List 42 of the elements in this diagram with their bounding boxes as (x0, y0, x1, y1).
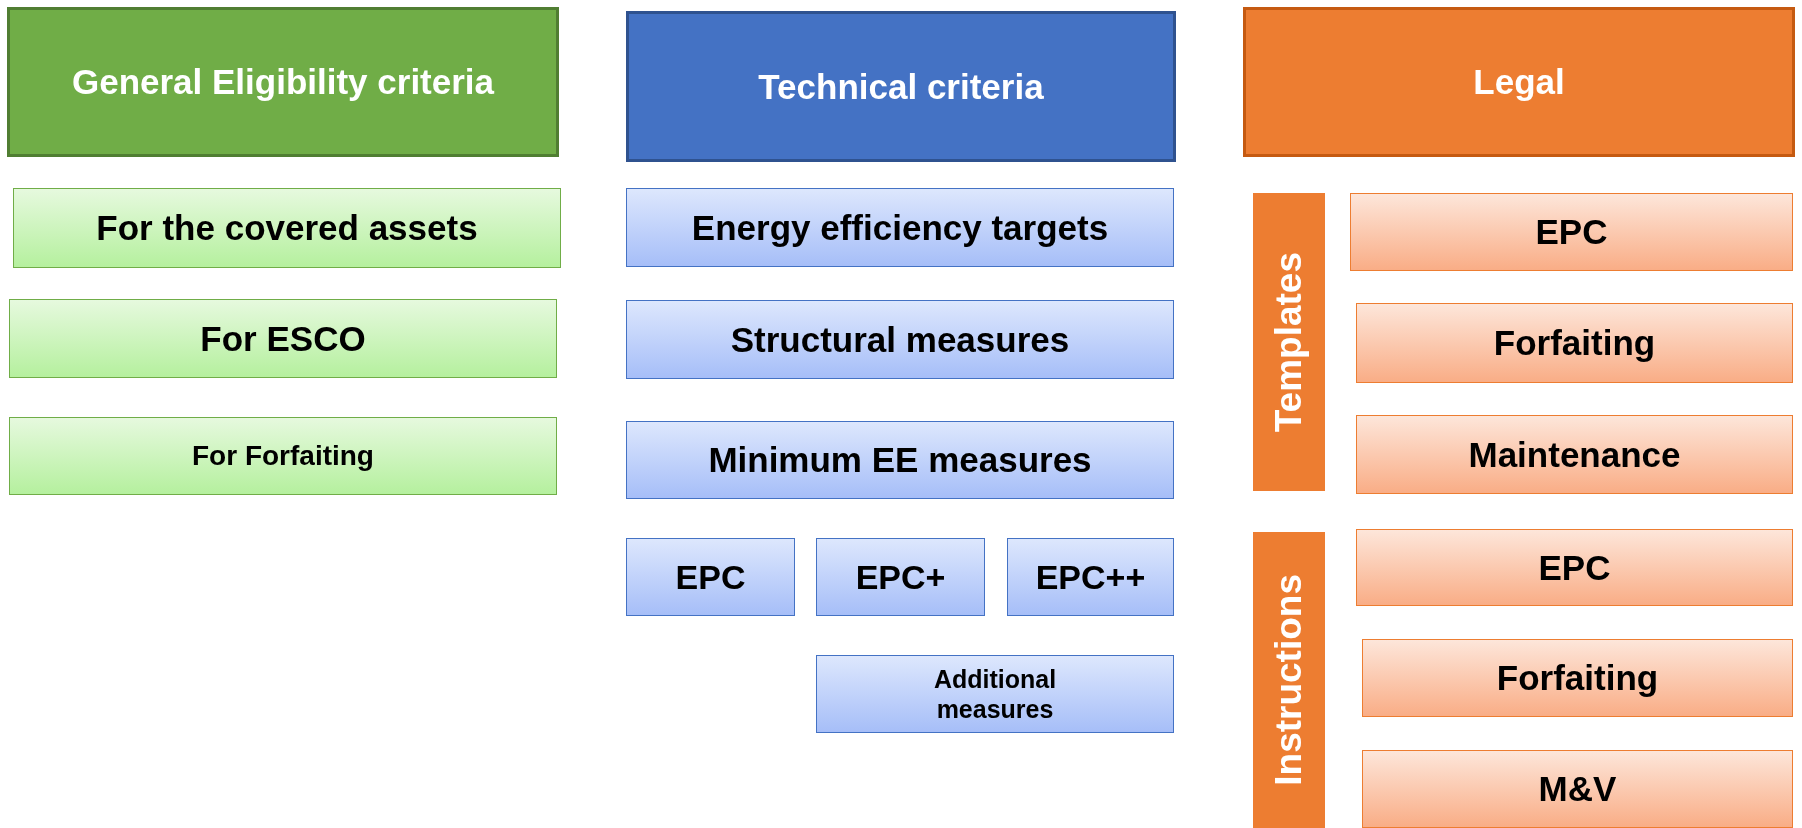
criteria-box (9, 417, 557, 495)
box-label: M&V (1538, 768, 1617, 810)
criteria-box (816, 655, 1174, 733)
category-label: Instructions (1266, 574, 1310, 786)
box-label: EPC (675, 556, 746, 598)
document-box (1350, 193, 1793, 271)
box-label: For ESCO (200, 317, 366, 360)
box-label: Energy efficiency targets (691, 206, 1109, 249)
criteria-box (626, 300, 1174, 379)
criteria-box (626, 188, 1174, 267)
box-label: Additional measures (932, 664, 1058, 724)
category-bar (1253, 532, 1325, 828)
document-box (1356, 303, 1793, 383)
box-label: Maintenance (1468, 433, 1681, 476)
box-label: EPC (1538, 546, 1611, 589)
header-box (626, 11, 1176, 162)
document-box (1356, 529, 1793, 606)
criteria-box (9, 299, 557, 378)
box-label: EPC+ (855, 556, 946, 598)
box-label: For Forfaiting (192, 439, 374, 473)
criteria-box (13, 188, 561, 268)
box-label: General Eligibility criteria (71, 61, 495, 103)
box-label: For the covered assets (96, 207, 478, 249)
criteria-box (816, 538, 985, 616)
document-box (1356, 415, 1793, 494)
box-label: Forfaiting (1496, 657, 1659, 699)
box-label: Forfaiting (1493, 322, 1656, 364)
header-box (1243, 7, 1795, 157)
box-label: Legal (1473, 61, 1565, 103)
criteria-box (626, 538, 795, 616)
box-label: Minimum EE measures (708, 439, 1092, 481)
box-label: Structural measures (730, 318, 1070, 361)
box-label: Technical criteria (758, 65, 1044, 108)
document-box (1362, 639, 1793, 717)
criteria-box (626, 421, 1174, 499)
box-label: EPC (1535, 211, 1608, 253)
category-bar (1253, 193, 1325, 491)
category-label: Templates (1266, 251, 1310, 433)
header-box (7, 7, 559, 157)
box-label: EPC++ (1035, 556, 1146, 598)
document-box (1362, 750, 1793, 828)
criteria-box (1007, 538, 1174, 616)
